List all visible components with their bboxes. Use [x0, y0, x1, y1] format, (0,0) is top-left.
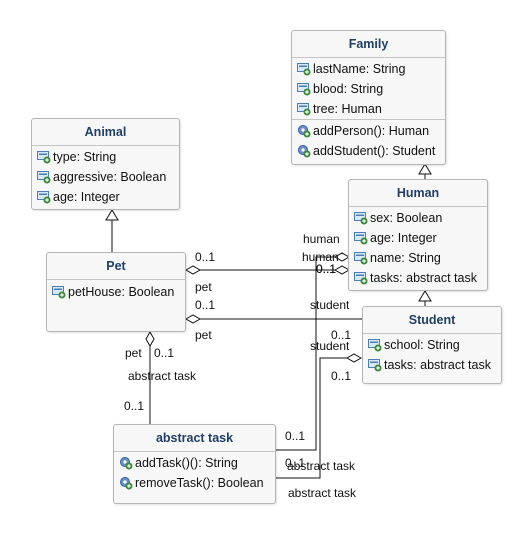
- generalization-arrow: [105, 209, 119, 221]
- operation-row[interactable]: addStudent(): Student: [292, 141, 445, 161]
- operation-label: removeTask(): Boolean: [135, 476, 264, 490]
- operation-icon: [120, 457, 133, 470]
- class-title: Family: [292, 31, 445, 58]
- generalization-arrow: [418, 290, 432, 302]
- class-title: abstract task: [114, 425, 275, 452]
- class-pet[interactable]: Pet petHouse: Boolean: [46, 252, 186, 332]
- attribute-label: tasks: abstract task: [370, 271, 477, 285]
- compartment-divider: addPerson(): Human addStudent(): Student: [292, 119, 445, 161]
- attribute-label: lastName: String: [313, 62, 406, 76]
- multiplicity-label: 0..1: [331, 369, 352, 383]
- class-title: Human: [349, 180, 487, 207]
- multiplicity-label: 0..1: [124, 399, 145, 413]
- operation-icon: [298, 125, 311, 138]
- attribute-row[interactable]: name: String: [349, 248, 487, 268]
- attribute-label: blood: String: [313, 82, 384, 96]
- attribute-icon: [297, 63, 311, 76]
- operation-icon: [298, 145, 311, 158]
- operation-icon: [120, 477, 133, 490]
- attribute-label: name: String: [370, 251, 441, 265]
- attribute-icon: [297, 83, 311, 96]
- attribute-label: age: Integer: [53, 190, 120, 204]
- attribute-label: type: String: [53, 150, 117, 164]
- role-label: student: [310, 339, 350, 353]
- attribute-label: age: Integer: [370, 231, 437, 245]
- attribute-row[interactable]: type: String: [32, 147, 179, 167]
- attribute-icon: [368, 359, 382, 372]
- multiplicity-label: 0..1: [285, 456, 306, 470]
- attribute-row[interactable]: age: Integer: [349, 228, 487, 248]
- attribute-label: tasks: abstract task: [384, 358, 491, 372]
- role-label: abstract task: [128, 369, 197, 383]
- attribute-label: sex: Boolean: [370, 211, 443, 225]
- operation-row[interactable]: addPerson(): Human: [292, 121, 445, 141]
- role-label: pet: [125, 346, 142, 360]
- attribute-icon: [37, 171, 51, 184]
- multiplicity-label: 0..1: [316, 262, 337, 276]
- human-task-association: [276, 256, 349, 451]
- aggregation-diamond: [145, 330, 155, 348]
- class-animal[interactable]: Animal type: String aggressive: Boolean …: [31, 118, 180, 210]
- generalization-arrow: [418, 163, 432, 175]
- class-human[interactable]: Human sex: Boolean age: Integer name: St…: [348, 179, 488, 291]
- attribute-icon: [37, 191, 51, 204]
- operation-label: addPerson(): Human: [313, 124, 430, 138]
- operation-label: addStudent(): Student: [313, 144, 436, 158]
- attribute-icon: [354, 232, 368, 245]
- attribute-row[interactable]: tasks: abstract task: [349, 268, 487, 288]
- operation-row[interactable]: addTask()(): String: [114, 453, 275, 473]
- operation-row[interactable]: removeTask(): Boolean: [114, 473, 275, 493]
- attribute-row[interactable]: lastName: String: [292, 59, 445, 79]
- attribute-icon: [354, 252, 368, 265]
- role-label: abstract task: [288, 486, 357, 500]
- attribute-label: tree: Human: [313, 102, 382, 116]
- role-label: abstract task: [287, 459, 356, 473]
- attribute-row[interactable]: blood: String: [292, 79, 445, 99]
- role-label: human: [302, 250, 339, 264]
- aggregation-diamond: [333, 252, 351, 262]
- role-label: pet: [195, 328, 212, 342]
- student-task-association: [276, 357, 347, 479]
- role-label: pet: [195, 280, 212, 294]
- attribute-row[interactable]: aggressive: Boolean: [32, 167, 179, 187]
- operation-label: addTask()(): String: [135, 456, 238, 470]
- attribute-icon: [354, 212, 368, 225]
- attribute-row[interactable]: age: Integer: [32, 187, 179, 207]
- class-title: Animal: [32, 119, 179, 146]
- attribute-icon: [354, 272, 368, 285]
- attribute-row[interactable]: school: String: [363, 335, 501, 355]
- multiplicity-label: 0..1: [154, 346, 175, 360]
- multiplicity-label: 0..1: [195, 250, 216, 264]
- aggregation-diamond: [184, 314, 202, 324]
- multiplicity-label: 0..1: [331, 328, 352, 342]
- attribute-label: petHouse: Boolean: [68, 285, 175, 299]
- aggregation-diamond: [333, 265, 351, 275]
- aggregation-diamond: [184, 265, 202, 275]
- class-student[interactable]: Student school: String tasks: abstract t…: [362, 306, 502, 384]
- attribute-row[interactable]: tasks: abstract task: [363, 355, 501, 375]
- attribute-label: school: String: [384, 338, 460, 352]
- role-label: human: [303, 232, 340, 246]
- multiplicity-label: 0..1: [316, 262, 337, 276]
- attribute-row[interactable]: tree: Human: [292, 99, 445, 119]
- attribute-row[interactable]: sex: Boolean: [349, 208, 487, 228]
- multiplicity-label: 0..1: [285, 429, 306, 443]
- attribute-icon: [297, 103, 311, 116]
- multiplicity-label: 0..1: [195, 298, 216, 312]
- class-family[interactable]: Family lastName: String blood: String tr…: [291, 30, 446, 165]
- class-abstract-task[interactable]: abstract task addTask()(): String remove…: [113, 424, 276, 504]
- class-title: Pet: [47, 253, 185, 280]
- attribute-icon: [37, 151, 51, 164]
- class-title: Student: [363, 307, 501, 334]
- aggregation-diamond: [345, 353, 363, 363]
- attribute-label: aggressive: Boolean: [53, 170, 167, 184]
- role-label: student: [310, 298, 350, 312]
- attribute-icon: [368, 339, 382, 352]
- attribute-row[interactable]: petHouse: Boolean: [47, 282, 185, 302]
- attribute-icon: [52, 286, 66, 299]
